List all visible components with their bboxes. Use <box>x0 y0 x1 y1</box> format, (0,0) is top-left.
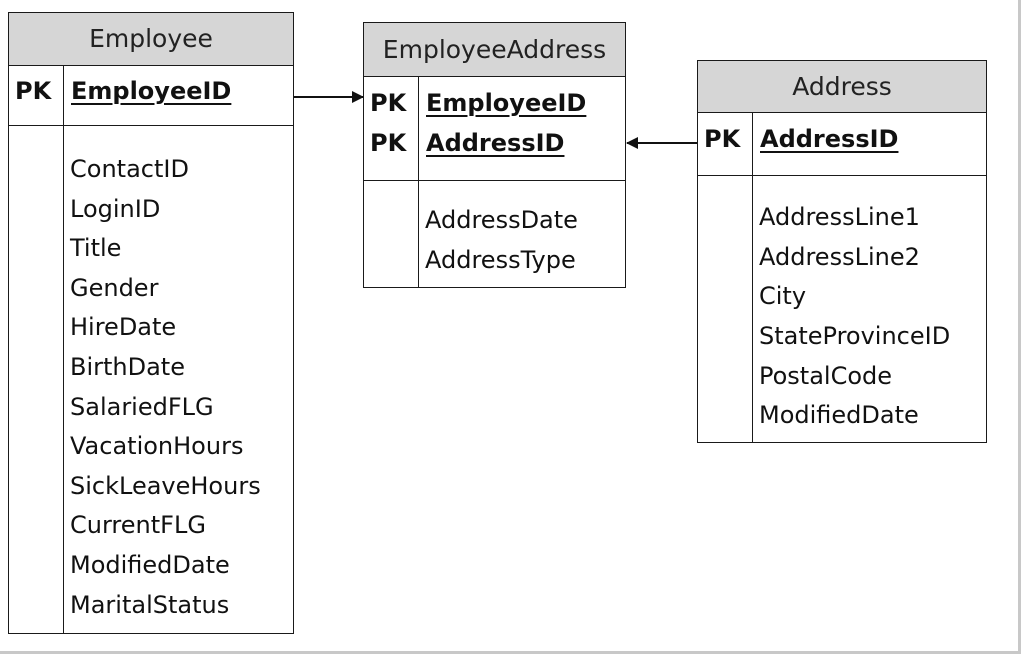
attribute-currentflg: CurrentFLG <box>70 511 206 539</box>
attribute-city: City <box>759 282 807 310</box>
pk-marker: PK <box>15 77 52 105</box>
attribute-addressline1: AddressLine1 <box>759 203 920 231</box>
attribute-loginid: LoginID <box>70 195 161 223</box>
entity-header-employee: Employee <box>9 13 293 66</box>
entity-title: EmployeeAddress <box>382 35 607 64</box>
column-divider <box>63 66 64 633</box>
pk-marker: PK <box>704 125 741 153</box>
key-section-divider <box>364 180 625 181</box>
column-divider <box>752 113 753 442</box>
pk-field-addressid: AddressID <box>426 129 565 157</box>
pk-marker: PK <box>370 129 407 157</box>
entity-address[interactable]: Address PK AddressID AddressLine1 Addres… <box>697 60 987 443</box>
attribute-title: Title <box>70 234 122 262</box>
attribute-birthdate: BirthDate <box>70 353 185 381</box>
attribute-hiredate: HireDate <box>70 313 177 341</box>
entity-header-address: Address <box>698 61 986 113</box>
attribute-gender: Gender <box>70 274 159 302</box>
attribute-addresstype: AddressType <box>425 246 576 274</box>
attribute-salariedflg: SalariedFLG <box>70 393 214 421</box>
entity-header-employee-address: EmployeeAddress <box>364 23 625 77</box>
entity-title: Address <box>792 72 892 101</box>
attribute-sickleavehours: SickLeaveHours <box>70 472 261 500</box>
attribute-maritalstatus: MaritalStatus <box>70 591 230 619</box>
entity-employee[interactable]: Employee PK EmployeeID ContactID LoginID… <box>8 12 294 634</box>
attribute-modifieddate: ModifiedDate <box>70 551 230 579</box>
entity-title: Employee <box>89 24 213 53</box>
attribute-vacationhours: VacationHours <box>70 432 244 460</box>
attribute-postalcode: PostalCode <box>759 362 893 390</box>
entity-employee-address[interactable]: EmployeeAddress PK EmployeeID PK Address… <box>363 22 626 288</box>
pk-field-addressid: AddressID <box>760 125 899 153</box>
pk-marker: PK <box>370 89 407 117</box>
key-section-divider <box>698 175 986 176</box>
pk-field-employeeid: EmployeeID <box>426 89 587 117</box>
pk-field-employeeid: EmployeeID <box>71 77 232 105</box>
attribute-addressdate: AddressDate <box>425 206 578 234</box>
attribute-modifieddate: ModifiedDate <box>759 401 919 429</box>
attribute-contactid: ContactID <box>70 155 189 183</box>
attribute-stateprovinceid: StateProvinceID <box>759 322 951 350</box>
key-section-divider <box>9 125 293 126</box>
attribute-addressline2: AddressLine2 <box>759 243 920 271</box>
column-divider <box>418 77 419 287</box>
